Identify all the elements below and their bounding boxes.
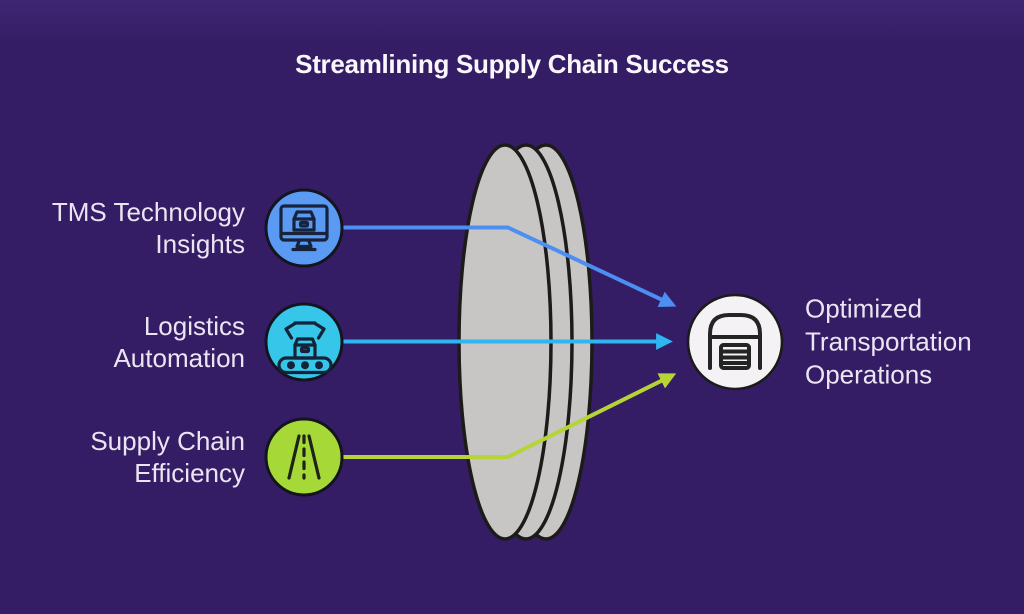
conveyor-roller [314, 361, 323, 370]
monitor-frame [279, 204, 329, 242]
input-label-logistics: Logistics Automation [113, 311, 245, 373]
monitor-package-icon [264, 188, 344, 268]
node-ring-output [686, 293, 784, 391]
package-lid [292, 210, 316, 221]
connector-arrow-tms [342, 225, 677, 307]
road-edge-left [287, 434, 301, 480]
conveyor-belt [277, 356, 333, 375]
input-label-efficiency: Supply Chain Efficiency [90, 426, 245, 488]
package-slot [298, 220, 310, 228]
conveyor-roller [287, 361, 296, 370]
road-icon [264, 417, 344, 497]
box-slot [299, 346, 311, 354]
output-label: Optimized Transportation Operations [805, 293, 972, 390]
gripper-arm-left [284, 321, 297, 340]
page-title: Streamlining Supply Chain Success [295, 49, 729, 79]
node-circle-tms [266, 190, 342, 266]
box-lid [293, 337, 317, 347]
node-ring-tms [264, 188, 344, 268]
input-label-tms: TMS Technology Insights [51, 197, 245, 259]
robotic-gripper-conveyor-icon [264, 302, 344, 382]
monitor-stand [295, 238, 313, 249]
road-edge-right [307, 434, 321, 480]
package-body [292, 217, 316, 232]
node-ring-logistics [264, 302, 344, 382]
warehouse-icon [686, 293, 784, 391]
node-circle-logistics [266, 304, 342, 380]
node-ring-efficiency [264, 417, 344, 497]
gripper-arm-right [313, 321, 326, 340]
connector-arrow-efficiency [342, 373, 677, 459]
conveyor-roller [300, 361, 309, 370]
warehouse-outline [708, 313, 762, 370]
